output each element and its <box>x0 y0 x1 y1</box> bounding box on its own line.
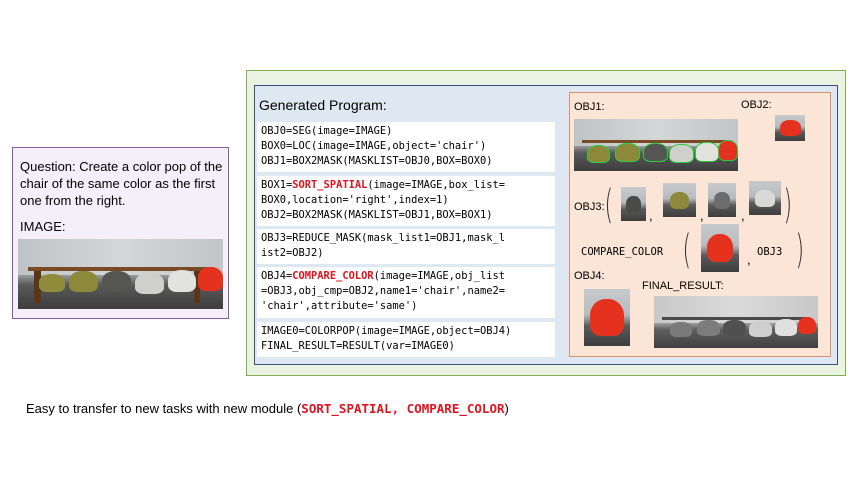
code-line: 'chair',attribute='same') <box>261 300 418 312</box>
right-bracket: ) <box>795 227 805 273</box>
code-line: OBJ0=SEG(image=IMAGE) <box>261 125 393 137</box>
code-line: BOX0=LOC(image=IMAGE,object='chair') <box>261 140 487 152</box>
code-line: BOX0,location='right',index=1) <box>261 194 449 206</box>
obj2-label: OBJ2: <box>741 99 772 111</box>
footer-caption: Easy to transfer to new tasks with new m… <box>26 401 509 416</box>
obj3-label: OBJ3: <box>574 201 605 213</box>
obj1-label: OBJ1: <box>574 101 605 113</box>
code-line: OBJ2=BOX2MASK(MASKLIST=OBJ1,BOX=BOX1) <box>261 209 493 221</box>
obj3-crop-1 <box>621 187 646 221</box>
final-result-label: FINAL_RESULT: <box>642 280 724 292</box>
code-line: BOX1=SORT_SPATIAL(image=IMAGE,box_list= <box>261 179 505 191</box>
footer-module-compare-color: COMPARE_COLOR <box>406 401 505 416</box>
obj4-label: OBJ4: <box>574 270 605 282</box>
image-label: IMAGE: <box>20 219 66 234</box>
comma: , <box>747 252 751 267</box>
question-text: Question: Create a color pop of the chai… <box>20 159 223 208</box>
code-line: ist2=OBJ2) <box>261 247 324 259</box>
compare-color-label: COMPARE_COLOR <box>581 246 664 258</box>
obj3-crop-4 <box>749 181 781 215</box>
code-line: IMAGE0=COLORPOP(image=IMAGE,object=OBJ4) <box>261 325 512 337</box>
code-block-4: OBJ4=COMPARE_COLOR(image=IMAGE,obj_list =… <box>257 267 555 318</box>
obj3-crop-2 <box>663 183 696 217</box>
code-block-5: IMAGE0=COLORPOP(image=IMAGE,object=OBJ4)… <box>257 322 555 357</box>
obj2-image <box>775 115 805 141</box>
compare-color-keyword: COMPARE_COLOR <box>292 270 374 282</box>
code-block-2: BOX1=SORT_SPATIAL(image=IMAGE,box_list= B… <box>257 176 555 226</box>
right-bracket: ) <box>783 182 793 228</box>
program-title: Generated Program: <box>259 97 387 113</box>
compare-arg: OBJ3 <box>757 246 783 258</box>
footer-module-sort-spatial: SORT_SPATIAL <box>301 401 392 416</box>
comma: , <box>649 208 653 223</box>
code-line: OBJ4=COMPARE_COLOR(image=IMAGE,obj_list <box>261 270 505 282</box>
code-line: OBJ3=REDUCE_MASK(mask_list1=OBJ1,mask_l <box>261 232 505 244</box>
obj1-image <box>574 119 738 171</box>
code-line: =OBJ3,obj_cmp=OBJ2,name1='chair',name2= <box>261 285 505 297</box>
sort-spatial-keyword: SORT_SPATIAL <box>292 179 368 191</box>
left-bracket: ( <box>682 227 692 273</box>
code-line: FINAL_RESULT=RESULT(var=IMAGE0) <box>261 340 455 352</box>
compare-obj2-image <box>701 224 739 272</box>
final-result-image <box>654 296 818 348</box>
code-line: OBJ1=BOX2MASK(MASKLIST=OBJ0,BOX=BOX0) <box>261 155 493 167</box>
obj3-crop-3 <box>708 183 736 217</box>
code-block-1: OBJ0=SEG(image=IMAGE) BOX0=LOC(image=IMAG… <box>257 122 555 172</box>
left-bracket: ( <box>604 182 614 228</box>
obj4-image <box>584 289 630 346</box>
comma: , <box>741 208 745 223</box>
question-panel: Question: Create a color pop of the chai… <box>12 147 229 319</box>
input-image <box>18 239 223 309</box>
comma: , <box>700 208 704 223</box>
results-panel: OBJ1: OBJ2: OBJ3: ( , , , ) COMPARE_COLO… <box>569 92 831 357</box>
